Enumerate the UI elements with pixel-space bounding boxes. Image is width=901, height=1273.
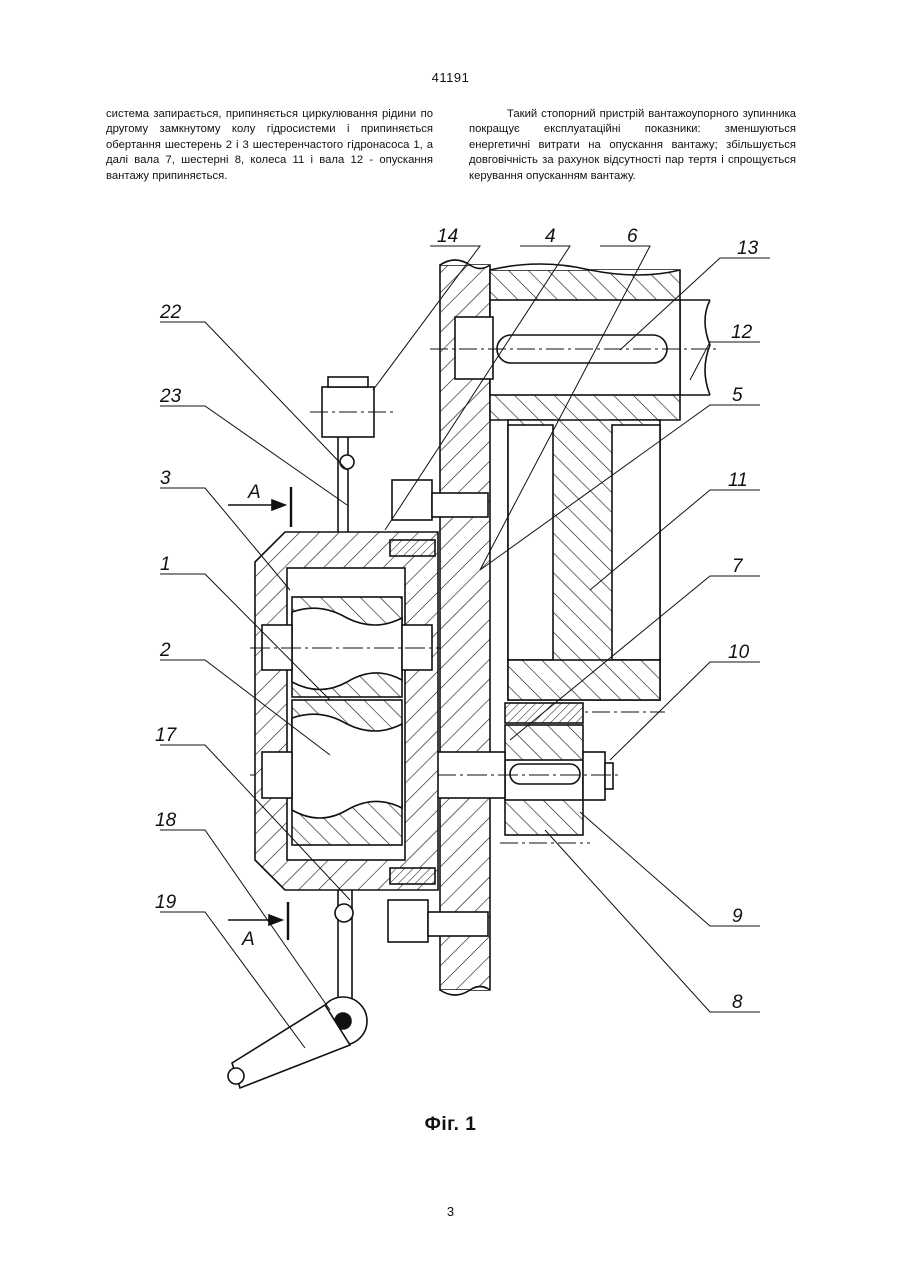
- label-13: 13: [737, 238, 759, 259]
- label-8: 8: [732, 992, 743, 1013]
- label-9: 9: [732, 906, 743, 927]
- label-6: 6: [627, 226, 638, 247]
- nut-10: [583, 752, 605, 800]
- label-11: 11: [728, 470, 748, 491]
- label-10: 10: [728, 642, 750, 663]
- figure-caption: Фіг. 1: [0, 1114, 901, 1136]
- label-12: 12: [731, 322, 753, 343]
- label-17: 17: [155, 725, 178, 746]
- label-7: 7: [732, 556, 744, 577]
- left-column-text: система запирається, припиняється циркул…: [106, 107, 433, 184]
- label-3: 3: [160, 468, 171, 489]
- document-number: 41191: [0, 70, 901, 85]
- label-18: 18: [155, 810, 177, 831]
- label-19: 19: [155, 892, 177, 913]
- label-23: 23: [159, 386, 182, 407]
- section-label-bottom: A: [241, 929, 255, 950]
- page-number: 3: [0, 1204, 901, 1219]
- technical-drawing: 14 4 6 13 12 22 23 5 3 11 1 7 2 10 17 18…: [120, 215, 780, 1110]
- label-5: 5: [732, 385, 743, 406]
- label-4: 4: [545, 226, 556, 247]
- label-14: 14: [437, 226, 458, 247]
- lever-19: [232, 1005, 350, 1088]
- label-2: 2: [159, 640, 171, 661]
- section-label-top: A: [247, 482, 261, 503]
- label-22: 22: [159, 302, 182, 323]
- label-1: 1: [160, 554, 171, 575]
- right-column-text: Такий стопорний пристрій вантажоупорного…: [469, 107, 796, 184]
